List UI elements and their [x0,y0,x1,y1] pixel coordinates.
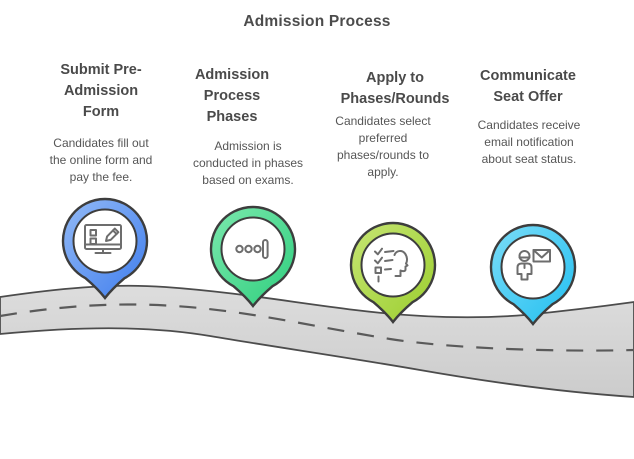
step-3-heading: Apply to Phases/Rounds [340,70,450,107]
pin-inner-circle [500,234,566,300]
step-1-description: Candidates fill out the online form and … [49,136,153,184]
diagram-title: Admission Process [243,13,391,30]
step-2-pin-marker [209,205,297,308]
step-3-description: Candidates select preferred phases/round… [335,114,431,179]
checklist-head-icon [374,247,409,283]
step-2-heading: Admission Process Phases [194,67,270,125]
phases-dots-icon [235,239,269,259]
step-1-heading: Submit Pre- Admission Form [60,62,142,120]
road-center-dashed-line [0,303,634,352]
step-3-pin-marker [349,221,437,324]
step-4-pin-marker [489,223,577,326]
person-email-icon [516,249,551,281]
pin-inner-circle [220,216,286,282]
step-1-pin-marker [61,197,149,300]
road-surface [0,284,634,398]
step-4-heading: Communicate Seat Offer [480,68,576,105]
pin-inner-circle [360,232,426,298]
online-form-monitor-pencil-icon [84,224,122,254]
step-2-description: Admission is conducted in phases based o… [192,139,304,187]
step-4-description: Candidates receive email notification ab… [477,118,581,166]
